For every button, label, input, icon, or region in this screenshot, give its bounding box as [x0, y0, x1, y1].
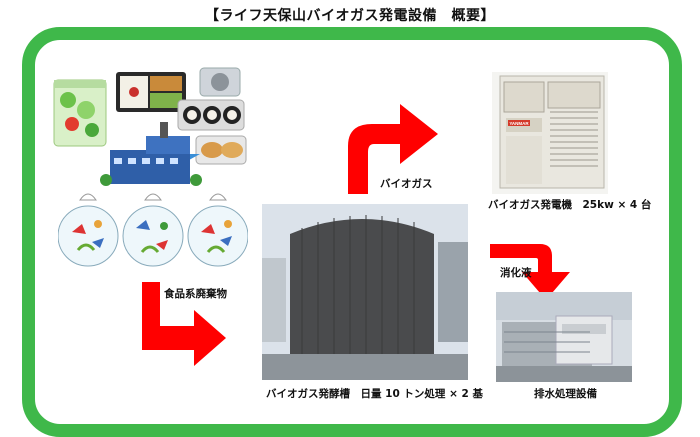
page-title: 【ライフ天保山バイオガス発電設備 概要】	[0, 5, 700, 25]
fermenter-label: バイオガス発酵槽 日量 10 トン処理 × 2 基	[266, 386, 483, 401]
garbage-bag-image	[188, 194, 248, 266]
generator-brand-text: YANMAR	[509, 121, 529, 126]
bread-tray-image	[196, 136, 246, 164]
digestate-label: 消化液	[500, 265, 532, 280]
flow-arrow-icon	[138, 282, 230, 368]
factory-image	[100, 122, 202, 186]
biogas-label: バイオガス	[380, 176, 433, 191]
generator-label: バイオガス発電機 25kw × 4 台	[488, 197, 651, 212]
bento-box-image	[116, 72, 186, 112]
wastewater-label: 排水処理設備	[534, 386, 597, 401]
fermenter-tank-photo	[262, 204, 468, 380]
garbage-bag-image	[58, 194, 118, 266]
salad-bag-image	[54, 80, 106, 146]
biogas-generator-photo: YANMAR	[492, 72, 608, 194]
food-waste-illustration	[50, 62, 250, 192]
wastewater-treatment-photo	[496, 292, 632, 382]
sushi-tray-image	[178, 68, 244, 130]
garbage-bag-image	[123, 194, 183, 266]
garbage-bags-illustration	[58, 182, 248, 274]
